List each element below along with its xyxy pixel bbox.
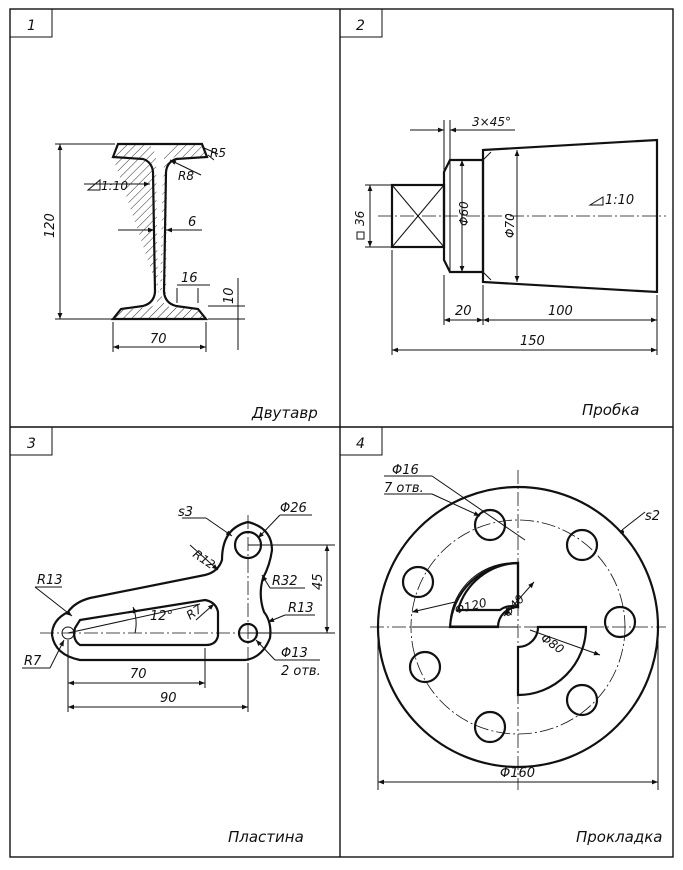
ibeam-slope-label: 1:10 (101, 179, 128, 193)
plug-l100-label: 100 (548, 304, 573, 319)
ibeam-flange-width-label: 16 (181, 271, 198, 286)
plate-r7-left-label: R7 (24, 654, 42, 669)
plate-r13-right-label: R13 (288, 601, 314, 616)
plug-l20-label: 20 (455, 304, 472, 319)
plate-l90-label: 90 (160, 691, 177, 706)
ibeam-height-label: 120 (43, 213, 58, 238)
plate-angle-label: 12° (150, 609, 173, 624)
panel-3-number: 3 (27, 436, 36, 452)
plug-square-label: 36 (353, 210, 367, 226)
ibeam-flange-thickness-label: 10 (222, 287, 237, 304)
plug-taper-label: 1:10 (605, 193, 634, 208)
gasket-thickness-label: s2 (645, 509, 660, 524)
plate-d13-label: Φ13 (281, 646, 308, 661)
panel-2-plug: 36 Φ60 Φ70 3×45° 1:10 20 100 150 Пробка (353, 115, 666, 419)
panel-3-number-box: 3 (9, 426, 53, 456)
panel-2-title: Пробка (582, 401, 639, 419)
panel-1-number-box: 1 (9, 8, 53, 38)
panel-4-title: Прокладка (576, 828, 662, 846)
panel-1-title: Двутавр (251, 404, 318, 422)
plate-holes-label: 2 отв. (281, 664, 321, 679)
plate-d26-label: Φ26 (280, 501, 307, 516)
panel-1-ibeam: 120 70 6 16 10 1:10 R8 R5 Двутавр (43, 142, 318, 422)
plate-r13-left-label: R13 (37, 573, 63, 588)
panel-4-gasket: Φ160 Φ120 Φ40 Φ80 Φ16 7 отв. s2 Прокладк… (370, 463, 666, 846)
gasket-holes-label: 7 отв. (384, 481, 424, 496)
plate-l70-label: 70 (130, 667, 147, 682)
sheet-border (9, 8, 674, 858)
panel-2-number-box: 2 (339, 8, 383, 38)
panel-4-number: 4 (356, 436, 365, 452)
plate-height-label: 45 (311, 573, 326, 590)
plate-r7-inner-label: R7 (184, 602, 205, 623)
panel-2-number: 2 (356, 18, 365, 34)
ibeam-width-label: 70 (150, 332, 167, 347)
gasket-d160-label: Φ160 (500, 766, 535, 781)
ibeam-r8-label: R8 (178, 169, 194, 183)
plate-thickness-label: s3 (178, 505, 193, 520)
panel-4-number-box: 4 (339, 426, 383, 456)
gasket-d16-label: Φ16 (392, 463, 419, 478)
panel-1-number: 1 (27, 18, 36, 34)
plug-d70-label: Φ70 (503, 213, 517, 238)
plug-chamfer-label: 3×45° (472, 115, 511, 129)
plate-r32-label: R32 (272, 574, 298, 589)
ibeam-web-label: 6 (188, 215, 196, 230)
gasket-d80-label: Φ80 (538, 631, 567, 657)
panel-3-plate: 12° 45 70 90 s3 Φ26 R12 R13 R7 R7 R32 R1… (22, 501, 335, 846)
plug-l150-label: 150 (520, 334, 545, 349)
ibeam-r5-label: R5 (210, 146, 226, 160)
plug-d60-label: Φ60 (457, 201, 471, 226)
plate-r12-label: R12 (190, 547, 217, 572)
panel-3-title: Пластина (228, 828, 304, 846)
